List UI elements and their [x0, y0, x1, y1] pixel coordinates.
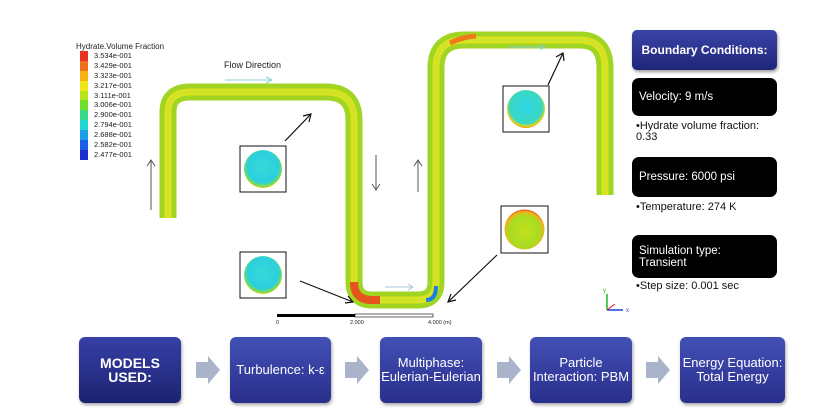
svg-text:x: x [626, 308, 629, 314]
down-arrow-1 [371, 155, 381, 191]
legend-swatch [80, 140, 88, 150]
flow-direction-arrow [225, 76, 274, 84]
model-multiphase-box: Multiphase: Eulerian-Eulerian [380, 337, 482, 403]
cross-section-4 [500, 205, 549, 254]
legend-value: 3.217e-001 [94, 80, 132, 90]
pipe-hotspot-top [448, 33, 477, 46]
flow-direction-label: Flow Direction [224, 60, 282, 70]
simulation-type-box: Simulation type: Transient [632, 235, 777, 278]
legend-value: 3.534e-001 [94, 51, 132, 60]
scale-bar [277, 313, 434, 318]
legend-value: 2.477e-001 [94, 149, 132, 159]
pointer-arrow-2 [299, 280, 355, 304]
pipe-core [167, 39, 606, 301]
model-particle-box: Particle Interaction: PBM [530, 337, 632, 403]
model-energy-box: Energy Equation: Total Energy [680, 337, 785, 403]
legend-value: 2.688e-001 [94, 130, 132, 140]
legend-row: 2.688e-001 [80, 130, 132, 141]
boundary-conditions-title: Boundary Conditions: [632, 30, 777, 70]
legend-row: 2.900e-001 [80, 110, 132, 121]
legend-value: 2.582e-001 [94, 140, 132, 150]
cross-section-2 [239, 251, 287, 299]
pipe-bluespot-bottom [425, 285, 438, 302]
legend-row: 3.217e-001 [80, 80, 132, 91]
models-used-box: MODELS USED: [79, 337, 181, 403]
temperature-note: •Temperature: 274 K [636, 201, 737, 213]
step-size-note: •Step size: 0.001 sec [636, 280, 739, 292]
legend-row: 2.477e-001 [80, 149, 132, 160]
pipe [159, 31, 614, 309]
legend-row: 3.111e-001 [80, 90, 132, 101]
cross-section-3 [502, 85, 550, 133]
legend-swatch [80, 80, 88, 91]
up-arrow-middle [413, 159, 423, 192]
scale-tick-1: 2.000 [350, 320, 364, 326]
legend-row: 3.429e-001 [80, 60, 132, 71]
scale-tick-2: 4.000 (m) [428, 320, 452, 326]
legend-value: 3.323e-001 [94, 70, 132, 80]
pipe-highlight [164, 36, 609, 304]
legend-swatch [80, 90, 88, 101]
model-turbulence-box: Turbulence: k-ε [230, 337, 331, 403]
pointer-arrow-3 [547, 52, 565, 86]
pointer-arrow-4 [447, 254, 498, 303]
legend-swatch [80, 120, 88, 131]
flow-arrow-top [508, 43, 546, 51]
pressure-box: Pressure: 6000 psi [632, 157, 777, 197]
pointer-arrow-1 [284, 113, 312, 142]
legend-swatch [80, 149, 88, 160]
legend-row: 3.323e-001 [80, 70, 132, 81]
hydrate-note: •Hydrate volume fraction: 0.33 [636, 120, 760, 143]
legend-value: 3.429e-001 [94, 60, 132, 70]
legend-value: 2.794e-001 [94, 120, 132, 130]
legend-swatch [80, 110, 88, 121]
svg-text:y: y [603, 288, 606, 294]
cross-section-1 [239, 145, 287, 193]
legend-row: 2.582e-001 [80, 140, 132, 150]
legend-swatch [80, 100, 88, 111]
up-arrow-left [146, 159, 156, 210]
legend-row: 2.794e-001 [80, 120, 132, 131]
legend-row: 3.006e-001 [80, 100, 132, 111]
velocity-box: Velocity: 9 m/s [632, 78, 777, 116]
legend-swatch [80, 60, 88, 71]
legend-title: Hydrate.Volume Fraction [76, 42, 165, 51]
flow-arrow-bottom [385, 283, 414, 291]
legend-row: 3.534e-001 [80, 51, 132, 61]
pipe-hotspot-bottom [350, 281, 380, 304]
legend-swatch [80, 130, 88, 141]
legend-value: 3.111e-001 [94, 90, 131, 100]
flow-arrows [196, 356, 670, 384]
legend-swatch [80, 51, 88, 61]
legend-value: 2.900e-001 [94, 110, 132, 120]
scale-tick-0: 0 [276, 320, 280, 326]
legend-value: 3.006e-001 [94, 100, 132, 110]
legend-swatch [80, 70, 88, 81]
axis-triad-icon: y x [603, 288, 629, 314]
